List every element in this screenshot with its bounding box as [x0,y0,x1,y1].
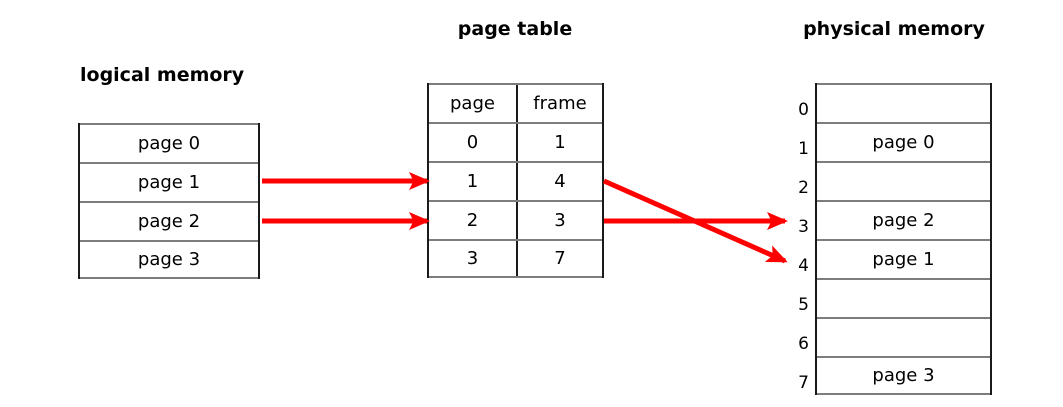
physical-memory-frame-label: page 2 [872,210,935,231]
physical-memory-frame-label: page 1 [872,249,935,270]
frame-index: 0 [798,99,809,120]
page-table-header-row: page frame [429,83,602,122]
page-table-row: 2 3 [429,200,602,239]
page-table-row: 1 4 [429,161,602,200]
page-table-header-frame: frame [515,85,602,122]
logical-memory-row: page 1 [80,162,258,201]
frame-index: 6 [798,333,809,354]
physical-memory-frame [817,278,990,317]
physical-memory-frame: page 3 [817,356,990,395]
logical-memory-cell-label: page 1 [137,172,201,193]
page-table-title: page table [457,18,573,40]
physical-memory-frame-label: page 0 [872,132,935,153]
page-table-cell-page: 3 [466,248,479,269]
logical-memory-row: page 0 [80,123,258,162]
frame-index: 4 [798,255,809,276]
page-table-cell-frame: 7 [515,241,602,276]
page-table: page frame 0 1 1 4 2 3 3 7 [427,83,604,278]
frame-index: 1 [798,138,809,159]
page-table-cell-page: 1 [466,171,479,192]
frame-index: 7 [798,372,809,393]
page-table-row: 3 7 [429,239,602,278]
physical-memory-frame [817,317,990,356]
physical-memory-frame [817,161,990,200]
logical-memory-cell-label: page 3 [137,249,201,270]
page-table-cell-page: 2 [466,210,479,231]
physical-memory-frame: page 2 [817,200,990,239]
page-table-row: 0 1 [429,122,602,161]
page-table-header-page: page [450,93,495,114]
page-table-cell-frame: 1 [515,124,602,161]
physical-memory-frame: page 0 [817,122,990,161]
page-table-cell-frame: 4 [515,163,602,200]
logical-memory-cell-label: page 0 [137,133,201,154]
frame-index-labels: 0 1 2 3 4 5 6 7 [783,83,809,395]
physical-memory-title: physical memory [803,18,985,40]
physical-memory-frame: page 1 [817,239,990,278]
page-table-cell-page: 0 [466,132,479,153]
logical-memory-row: page 2 [80,201,258,240]
frame-index: 3 [798,216,809,237]
page-table-cell-frame: 3 [515,202,602,239]
physical-memory-table: page 0 page 2 page 1 page 3 [815,83,992,395]
logical-memory-title: logical memory [80,64,245,86]
pagetable-frame4-to-physical-frame4 [602,178,788,264]
logical-memory-table: page 0 page 1 page 2 page 3 [78,123,260,279]
logical-memory-row: page 3 [80,240,258,279]
physical-memory-frame-label: page 3 [872,365,935,386]
physical-memory-frame [817,83,990,122]
frame-index: 2 [798,177,809,198]
logical-memory-cell-label: page 2 [137,211,201,232]
frame-index: 5 [798,294,809,315]
